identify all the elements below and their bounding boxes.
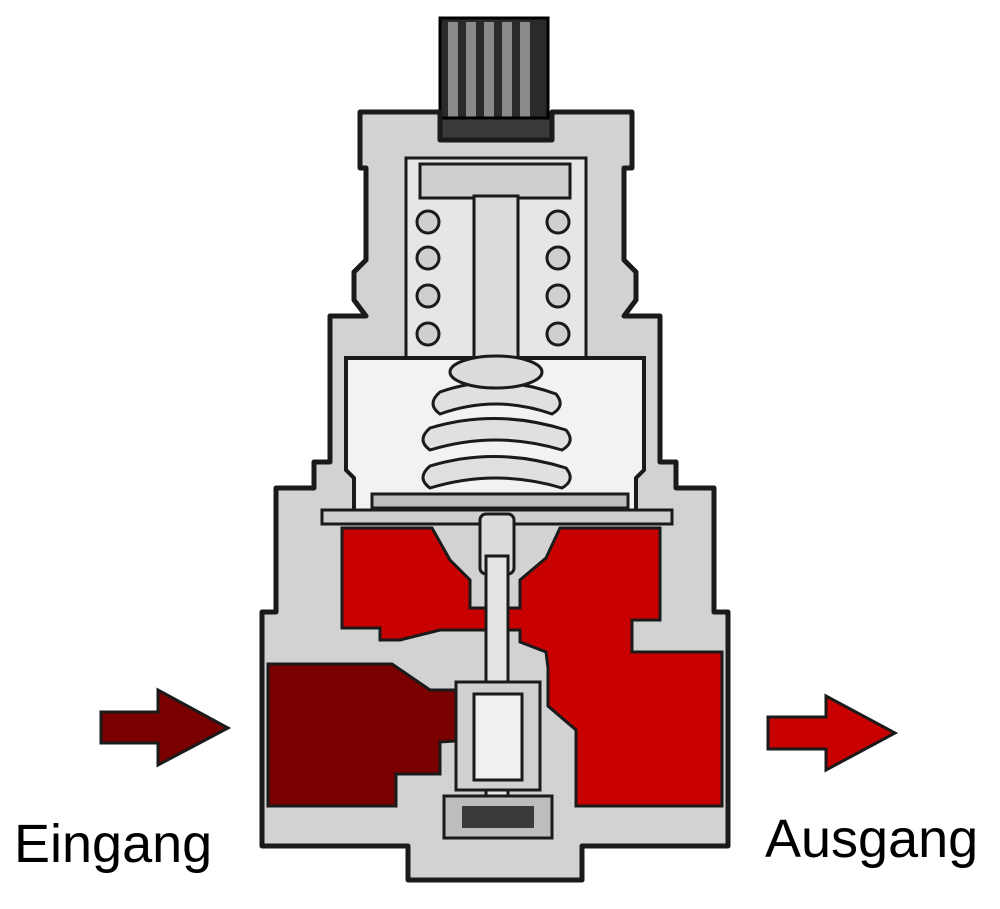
outlet-label: Ausgang xyxy=(765,809,979,869)
adjustment-knob xyxy=(434,16,554,146)
inlet-pressure-region xyxy=(266,662,472,808)
outlet-arrow-icon xyxy=(766,693,899,773)
inlet-arrow-icon xyxy=(99,687,232,768)
valve-stem xyxy=(442,512,554,840)
lower-spring-coils xyxy=(421,380,572,490)
upper-spring-chamber xyxy=(404,156,588,380)
lower-spring-chamber xyxy=(344,354,646,514)
diaphragm xyxy=(320,492,674,526)
inlet-label: Eingang xyxy=(14,814,213,874)
